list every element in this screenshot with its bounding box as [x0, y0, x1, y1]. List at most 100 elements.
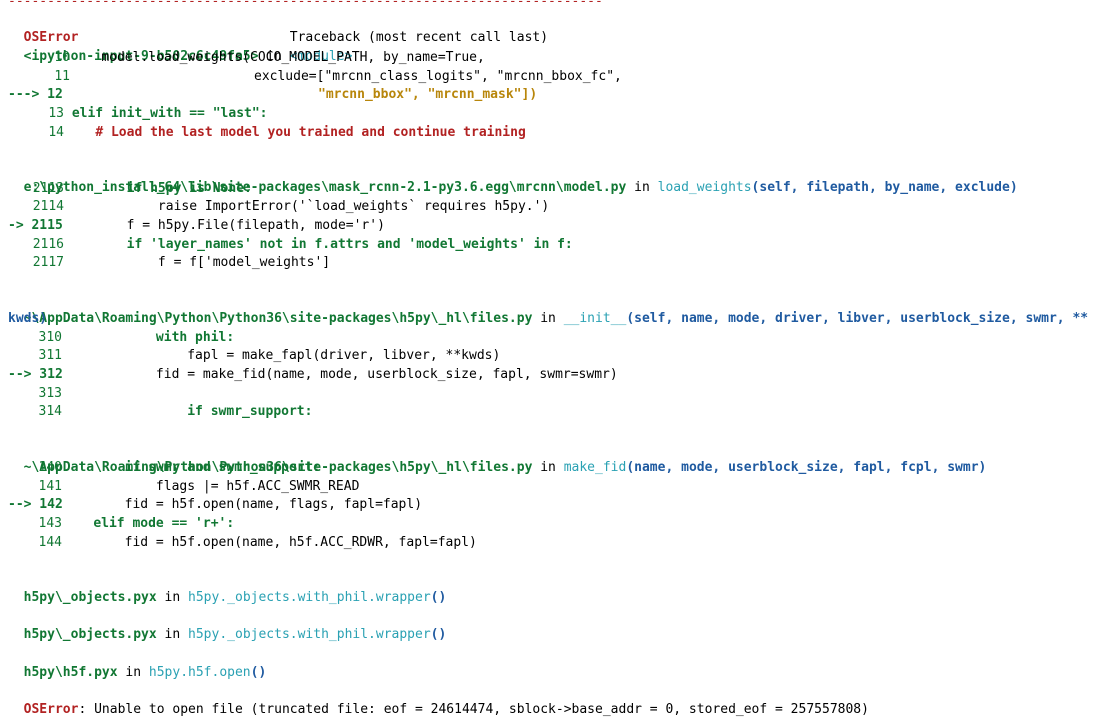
- frame-args: kwds): [8, 311, 48, 326]
- code-line: 144 fid = h5f.open(name, h5f.ACC_RDWR, f…: [8, 534, 477, 552]
- frame-function: make_fid: [563, 460, 627, 475]
- traceback-header: OSError Traceback (most recent call last…: [8, 11, 548, 45]
- code-line: 14 # Load the last model you trained and…: [8, 124, 526, 142]
- code-text: f = h5py.File(filepath, mode='r'): [126, 218, 385, 233]
- line-number: 144: [38, 535, 62, 550]
- code-text: fid = h5f.open(name, flags, fapl=fapl): [124, 497, 423, 512]
- line-number: 143: [38, 516, 62, 531]
- in-word: in: [266, 49, 282, 64]
- code-line: 2116 if 'layer_names' not in f.attrs and…: [8, 236, 573, 254]
- final-error-message: : Unable to open file (truncated file: e…: [78, 702, 869, 717]
- frame-header: <ipython-input-9-b502c6c49fa5> in <modul…: [8, 30, 353, 64]
- in-word: in: [540, 311, 556, 326]
- frame-args: (self, filepath, by_name, exclude): [751, 180, 1018, 195]
- frame-function: <module>: [289, 49, 353, 64]
- line-number: 2117: [32, 255, 64, 270]
- frame-header: h5py\h5f.pyx in h5py.h5f.open(): [8, 646, 267, 680]
- frame-location: h5py\h5f.pyx: [23, 665, 118, 680]
- line-number: 311: [38, 348, 62, 363]
- line-number: 310: [38, 330, 62, 345]
- line-number: 2116: [32, 237, 64, 252]
- code-text: if swmr_support:: [187, 404, 313, 419]
- frame-header: ~\AppData\Roaming\Python\Python36\site-p…: [8, 292, 1088, 326]
- code-line: 311 fapl = make_fapl(driver, libver, **k…: [8, 347, 501, 365]
- frame-location: e:\python_install_64\lib\site-packages\m…: [23, 180, 627, 195]
- code-line: 13 elif init_with == "last":: [8, 105, 268, 123]
- code-text: fid = make_fid(name, mode, userblock_siz…: [155, 367, 618, 382]
- error-type: OSError: [23, 30, 79, 45]
- line-number: 11: [54, 69, 70, 84]
- line-number: 141: [38, 479, 62, 494]
- code-line: 140 if swmr and swmr_support:: [8, 459, 321, 477]
- frame-function: h5py._objects.with_phil.wrapper: [188, 627, 431, 642]
- line-number: ---> 12: [8, 87, 63, 102]
- in-word: in: [540, 460, 556, 475]
- traceback-label: Traceback (most recent call last): [289, 30, 549, 45]
- code-text: if swmr and swmr_support:: [124, 460, 321, 475]
- frame-function: __init__: [563, 311, 627, 326]
- frame-header: h5py\_objects.pyx in h5py._objects.with_…: [8, 571, 447, 605]
- frame-args: (name, mode, userblock_size, fapl, fcpl,…: [626, 460, 987, 475]
- frame-args: (): [430, 590, 447, 605]
- code-text: f = f['model_weights']: [157, 255, 331, 270]
- frame-args-continued: kwds): [8, 310, 47, 328]
- code-text: with phil:: [155, 330, 235, 345]
- code-line: 310 with phil:: [8, 329, 235, 347]
- code-line-current: -> 2115 f = h5py.File(filepath, mode='r'…: [8, 217, 385, 235]
- code-comment: # Load the last model you trained and co…: [95, 125, 526, 140]
- code-text: raise ImportError('`load_weights` requir…: [157, 199, 550, 214]
- in-word: in: [634, 180, 650, 195]
- code-text: elif init_with == "last":: [71, 106, 268, 121]
- line-number: --> 142: [8, 497, 63, 512]
- code-line: 10 model.load_weights(COCO_MODEL_PATH, b…: [8, 49, 485, 67]
- in-word: in: [164, 590, 181, 605]
- frame-header: e:\python_install_64\lib\site-packages\m…: [8, 161, 1018, 195]
- frame-header: ~\AppData\Roaming\Python\Python36\site-p…: [8, 441, 987, 475]
- code-line: 11 exclude=["mrcnn_class_logits", "mrcnn_…: [8, 68, 622, 86]
- frame-location: h5py\_objects.pyx: [23, 590, 157, 605]
- code-text: if h5py is None:: [126, 181, 252, 196]
- frame-location: h5py\_objects.pyx: [23, 627, 157, 642]
- line-number: -> 2115: [8, 218, 63, 233]
- final-error-line: OSError: Unable to open file (truncated …: [8, 683, 869, 717]
- code-line: 313: [8, 385, 62, 403]
- frame-function: h5py.h5f.open: [148, 665, 251, 680]
- code-text: flags |= h5f.ACC_SWMR_READ: [155, 479, 360, 494]
- code-text: if 'layer_names' not in f.attrs and 'mod…: [126, 237, 573, 252]
- frame-location: ~\AppData\Roaming\Python\Python36\site-p…: [23, 460, 533, 475]
- line-number: 2114: [32, 199, 64, 214]
- line-number: 10: [54, 50, 70, 65]
- line-number: 314: [38, 404, 62, 419]
- frame-header: h5py\_objects.pyx in h5py._objects.with_…: [8, 608, 447, 642]
- code-line-current: ---> 12 "mrcnn_bbox", "mrcnn_mask"]): [8, 86, 537, 104]
- code-line: 143 elif mode == 'r+':: [8, 515, 235, 533]
- code-line: 2114 raise ImportError('`load_weights` r…: [8, 198, 550, 216]
- line-number: 140: [38, 460, 62, 475]
- code-line-current: --> 142 fid = h5f.open(name, flags, fapl…: [8, 496, 422, 514]
- traceback-divider: ----------------------------------------…: [8, 0, 608, 4]
- line-number: 14: [48, 125, 64, 140]
- frame-args: (): [430, 627, 447, 642]
- line-number: 2113: [32, 181, 64, 196]
- code-text: fapl = make_fapl(driver, libver, **kwds): [187, 348, 501, 363]
- frame-function: h5py._objects.with_phil.wrapper: [188, 590, 431, 605]
- line-number: 313: [38, 386, 62, 401]
- frame-function: load_weights: [657, 180, 752, 195]
- in-word: in: [125, 665, 142, 680]
- code-text: model.load_weights(COCO_MODEL_PATH, by_n…: [101, 50, 485, 65]
- code-text: exclude=["mrcnn_class_logits", "mrcnn_bb…: [254, 69, 622, 84]
- code-line: 2113 if h5py is None:: [8, 180, 252, 198]
- code-text: fid = h5f.open(name, h5f.ACC_RDWR, fapl=…: [124, 535, 477, 550]
- line-number: --> 312: [8, 367, 63, 382]
- frame-args: (self, name, mode, driver, libver, userb…: [626, 311, 1089, 326]
- code-line: 314 if swmr_support:: [8, 403, 313, 421]
- code-line: 2117 f = f['model_weights']: [8, 254, 330, 272]
- in-word: in: [164, 627, 181, 642]
- frame-args: (): [250, 665, 267, 680]
- code-line: 141 flags |= h5f.ACC_SWMR_READ: [8, 478, 360, 496]
- frame-location: <ipython-input-9-b502c6c49fa5>: [23, 49, 259, 64]
- frame-location: ~\AppData\Roaming\Python\Python36\site-p…: [23, 311, 533, 326]
- code-text: "mrcnn_bbox", "mrcnn_mask"]): [318, 87, 538, 102]
- code-line-current: --> 312 fid = make_fid(name, mode, userb…: [8, 366, 618, 384]
- line-number: 13: [48, 106, 64, 121]
